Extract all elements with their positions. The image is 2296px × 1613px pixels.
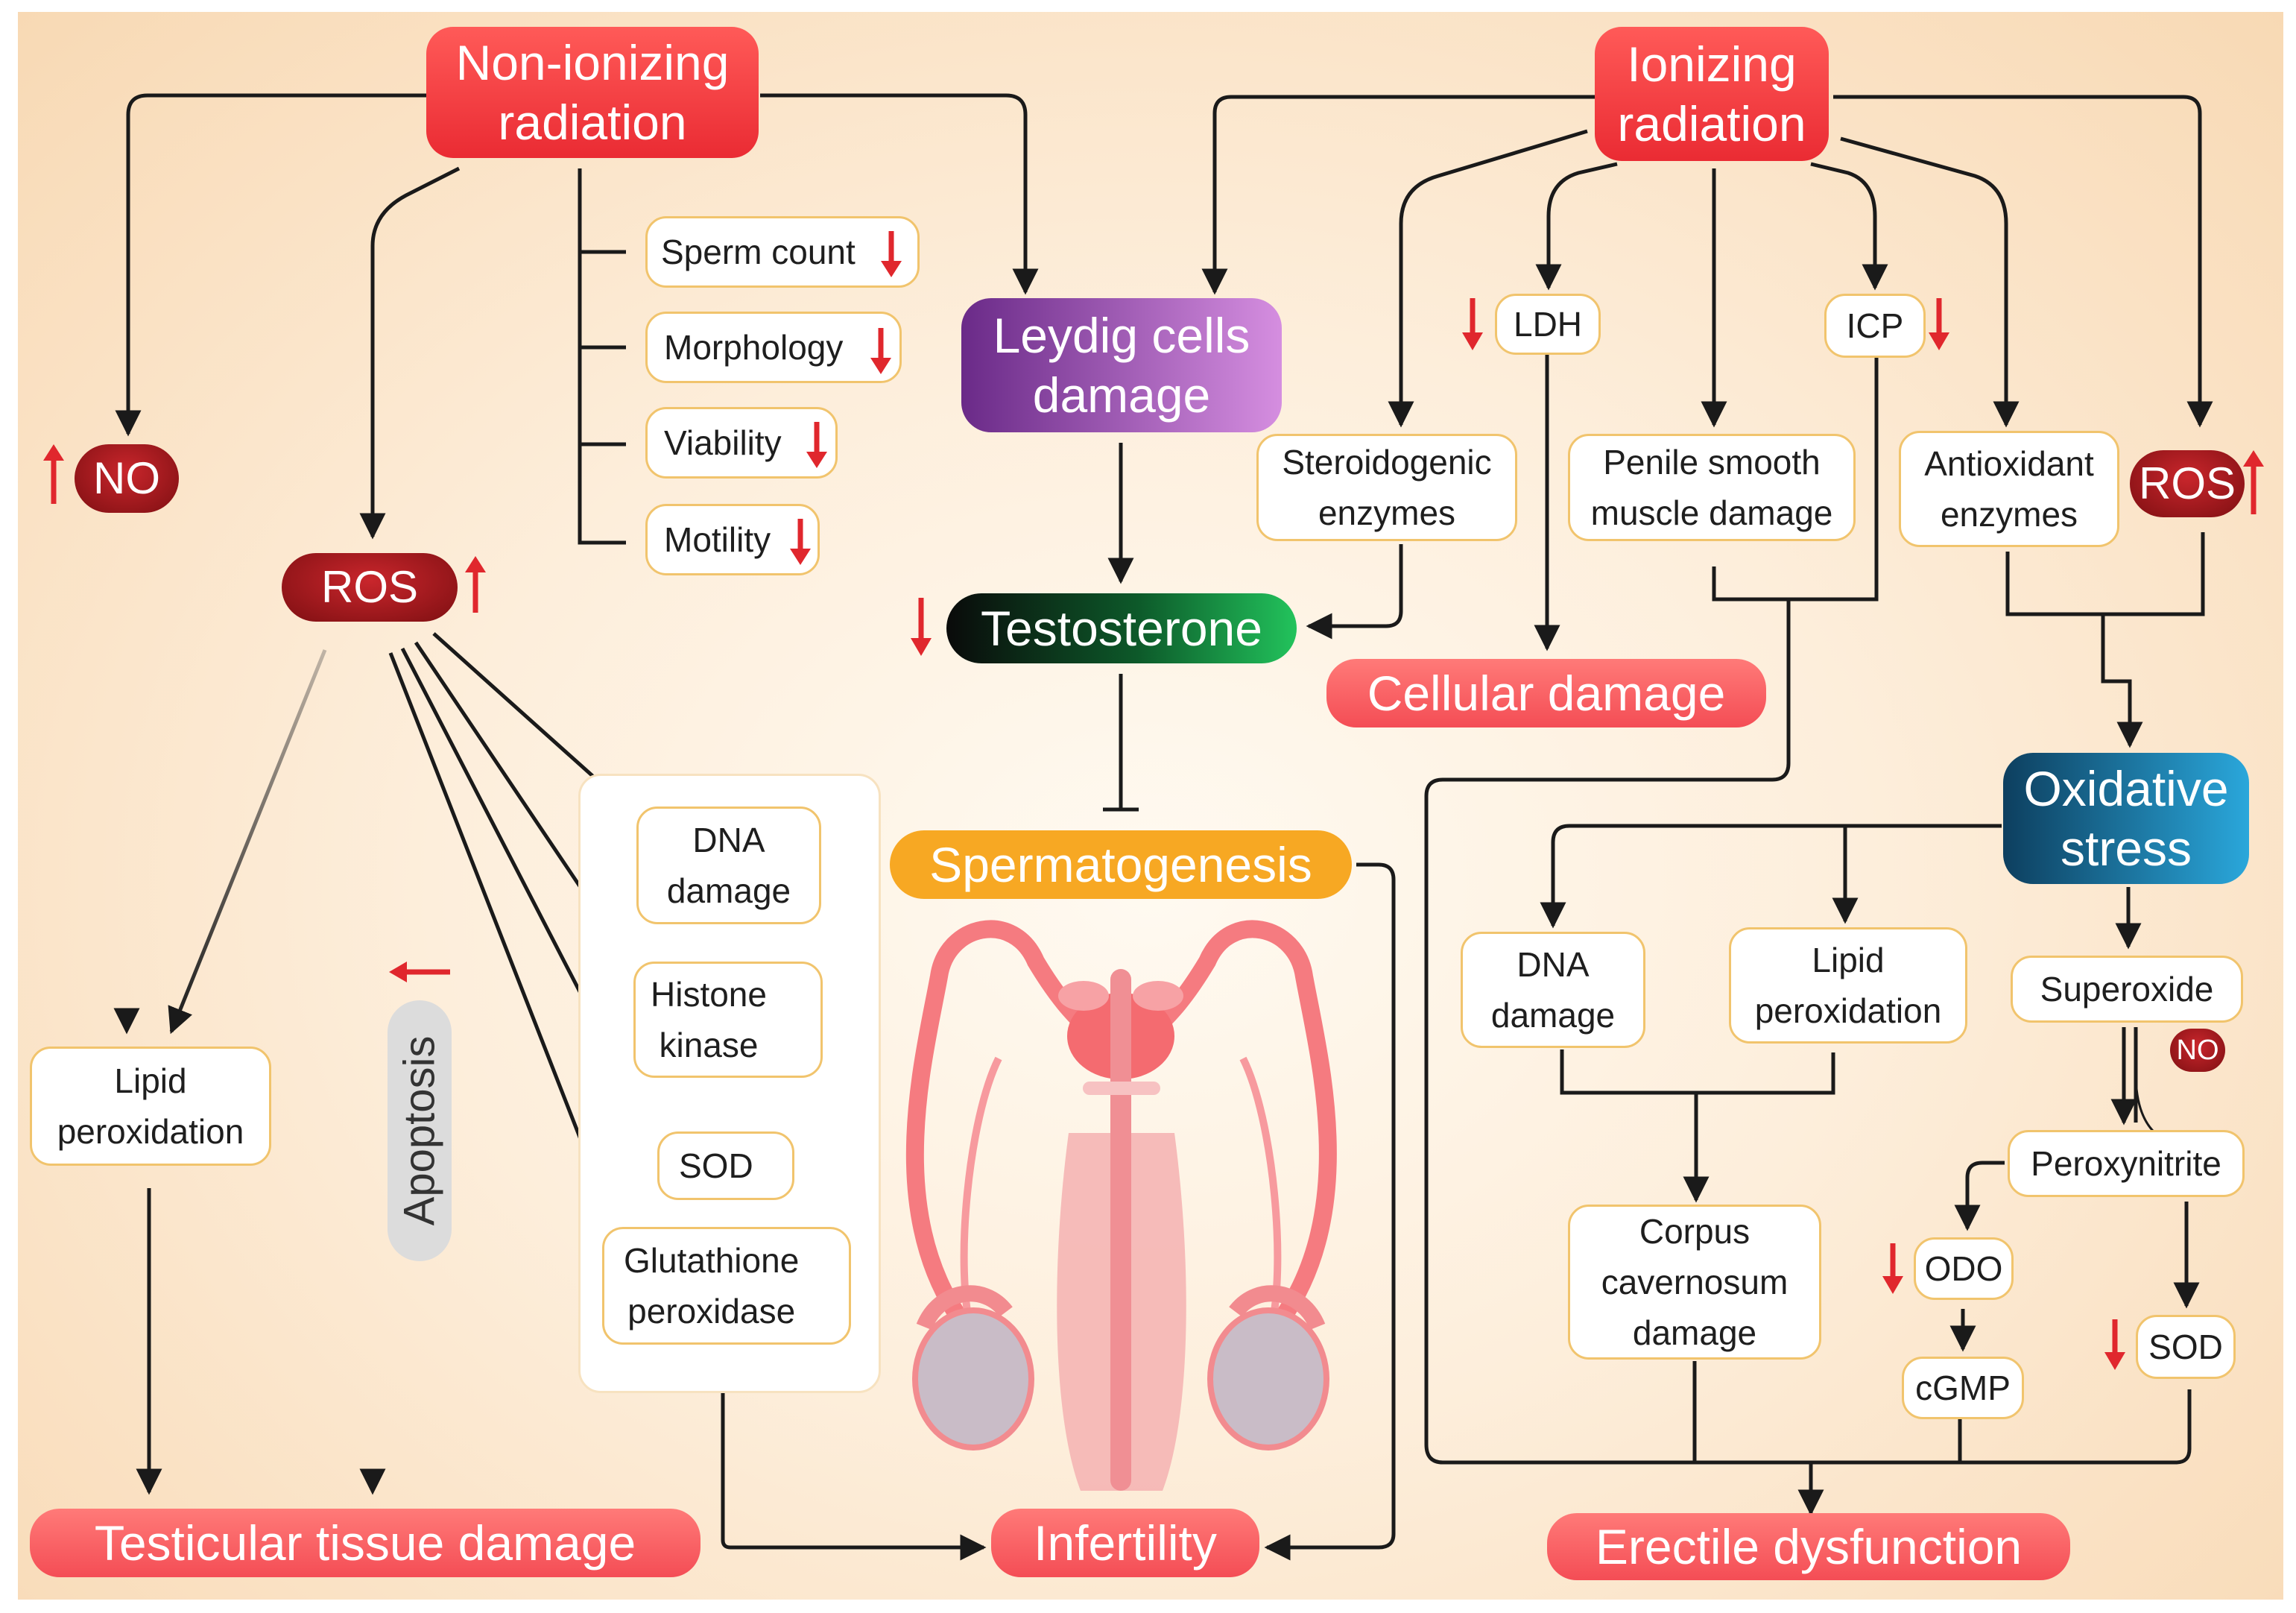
cellular-damage-node: Cellular damage xyxy=(1326,659,1766,727)
sod-right-box: SOD xyxy=(2136,1315,2236,1379)
motility-label: Motility xyxy=(664,520,771,559)
motility-box: Motility xyxy=(645,504,820,575)
no-node-right: NO xyxy=(2170,1029,2225,1072)
erectile-dysfunction-node: Erectile dysfunction xyxy=(1547,1513,2070,1580)
viability-label: Viability xyxy=(664,423,782,462)
leydig-cells-damage-node: Leydig cells damage xyxy=(993,308,1250,423)
oxidative-stress-node: Oxidative stress xyxy=(2023,761,2229,876)
steroidogenic-enzymes-box: Steroidogenic enzymes xyxy=(1256,434,1517,541)
infertility-node: Infertility xyxy=(991,1509,1259,1577)
sod-left-box: SOD xyxy=(657,1131,794,1200)
spermatogenesis-node: Spermatogenesis xyxy=(890,830,1352,899)
odo-box: ODO xyxy=(1914,1237,2014,1300)
ionizing-radiation-node: Ionizing radiation xyxy=(1595,27,1829,161)
icp-box: ICP xyxy=(1824,294,1926,358)
lipid-peroxidation-left: Lipid peroxidation xyxy=(30,1047,271,1166)
antioxidant-enzymes-box: Antioxidant enzymes xyxy=(1899,431,2119,547)
no-node-left: NO xyxy=(75,444,179,513)
cgmp-box: cGMP xyxy=(1902,1357,2024,1419)
peroxynitrite-box: Peroxynitrite xyxy=(2008,1130,2245,1197)
ros-node-right: ROS xyxy=(2130,450,2245,517)
ldh-box: LDH xyxy=(1495,294,1601,355)
viability-box: Viability xyxy=(645,407,838,479)
corpus-cavernosum-damage-box: Corpus cavernosum damage xyxy=(1568,1205,1821,1360)
non-ionizing-radiation-node: Non-ionizing radiation xyxy=(426,27,759,158)
penile-smooth-muscle-damage-box: Penile smooth muscle damage xyxy=(1568,434,1856,541)
lipid-peroxidation-right: Lipid peroxidation xyxy=(1729,927,1967,1044)
apoptosis-text: Apoptosis xyxy=(395,1035,444,1226)
sperm-count-box: Sperm count xyxy=(645,216,920,288)
apoptosis-label: Apoptosis xyxy=(388,1000,452,1261)
testicular-tissue-damage-node: Testicular tissue damage xyxy=(30,1509,700,1577)
testosterone-node: Testosterone xyxy=(981,601,1262,656)
glutathione-peroxidase-box: Glutathione peroxidase xyxy=(602,1227,851,1345)
superoxide-box: Superoxide xyxy=(2011,956,2243,1023)
sperm-count-label: Sperm count xyxy=(661,233,856,271)
reproductive-anatomy-illustration xyxy=(905,920,1337,1491)
ros-node-left: ROS xyxy=(282,553,458,622)
dna-damage-left: DNA damage xyxy=(636,806,821,924)
histone-kinase-box: Histone kinase xyxy=(633,962,823,1078)
morphology-box: Morphology xyxy=(645,312,902,383)
dna-damage-right: DNA damage xyxy=(1461,932,1645,1048)
morphology-label: Morphology xyxy=(664,328,844,367)
